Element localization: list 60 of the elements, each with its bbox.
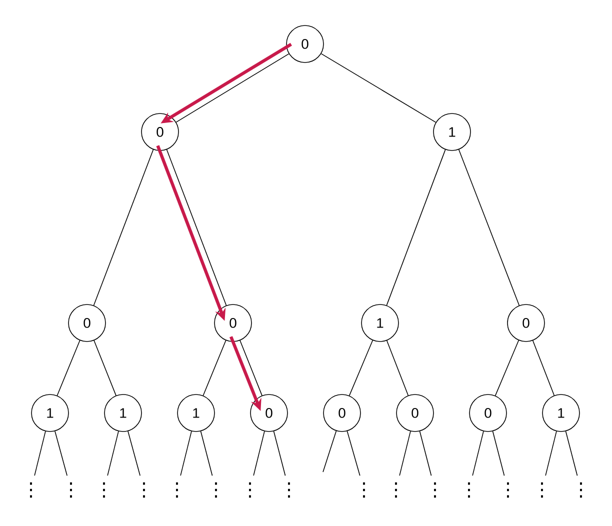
branch-line [458, 149, 520, 306]
branch-line [93, 149, 154, 306]
branch-line [180, 430, 192, 476]
branch-line [128, 430, 140, 476]
tree-node: 1 [542, 394, 580, 432]
branch-line [386, 149, 446, 306]
vertical-ellipsis: ⋮ [103, 482, 105, 498]
branch-line [320, 53, 436, 123]
branch-line [492, 430, 505, 476]
vertical-ellipsis: ⋮ [30, 482, 32, 498]
tree-node: 0 [286, 25, 324, 63]
vertical-ellipsis: ⋮ [143, 482, 145, 498]
tree-node: 0 [396, 394, 434, 432]
branch-line [107, 430, 119, 476]
branch-line [494, 340, 520, 396]
vertical-ellipsis: ⋮ [70, 482, 72, 498]
branch-line [346, 430, 360, 476]
branch-line [54, 430, 68, 476]
branch-line [399, 430, 411, 476]
branch-line [240, 340, 262, 396]
vertical-ellipsis: ⋮ [215, 482, 217, 498]
tree-node: 0 [507, 304, 545, 342]
branch-line [472, 430, 484, 476]
branch-line [386, 340, 409, 396]
tree-node: 1 [177, 394, 215, 432]
branch-line [176, 53, 290, 123]
branch-line [56, 340, 80, 396]
branch-line [348, 340, 374, 396]
vertical-ellipsis: ⋮ [507, 482, 509, 498]
tree-node: 1 [433, 113, 471, 151]
vertical-ellipsis: ⋮ [249, 482, 251, 498]
vertical-ellipsis: ⋮ [363, 482, 365, 498]
tree-node: 0 [214, 304, 252, 342]
vertical-ellipsis: ⋮ [580, 482, 582, 498]
vertical-ellipsis: ⋮ [288, 482, 290, 498]
branch-line [419, 430, 432, 476]
branch-line [166, 149, 227, 306]
vertical-ellipsis: ⋮ [434, 482, 436, 498]
branch-line [200, 430, 213, 476]
branch-line [545, 430, 557, 476]
branch-line [565, 430, 578, 476]
tree-node: 1 [31, 394, 69, 432]
vertical-ellipsis: ⋮ [468, 482, 470, 498]
branch-line [94, 340, 116, 396]
branch-line [532, 340, 555, 396]
branch-line [253, 430, 265, 476]
branch-line [34, 430, 46, 476]
vertical-ellipsis: ⋮ [541, 482, 543, 498]
vertical-ellipsis: ⋮ [395, 482, 397, 498]
tree-node: 0 [68, 304, 106, 342]
tree-node: 1 [361, 304, 399, 342]
branch-line [202, 340, 226, 396]
tree-node: 0 [141, 113, 179, 151]
tree-node: 1 [104, 394, 142, 432]
branch-line [273, 430, 286, 476]
branch-line [322, 430, 337, 472]
tree-node: 0 [323, 394, 361, 432]
tree-node: 0 [250, 394, 288, 432]
tree-node: 0 [469, 394, 507, 432]
vertical-ellipsis: ⋮ [176, 482, 178, 498]
